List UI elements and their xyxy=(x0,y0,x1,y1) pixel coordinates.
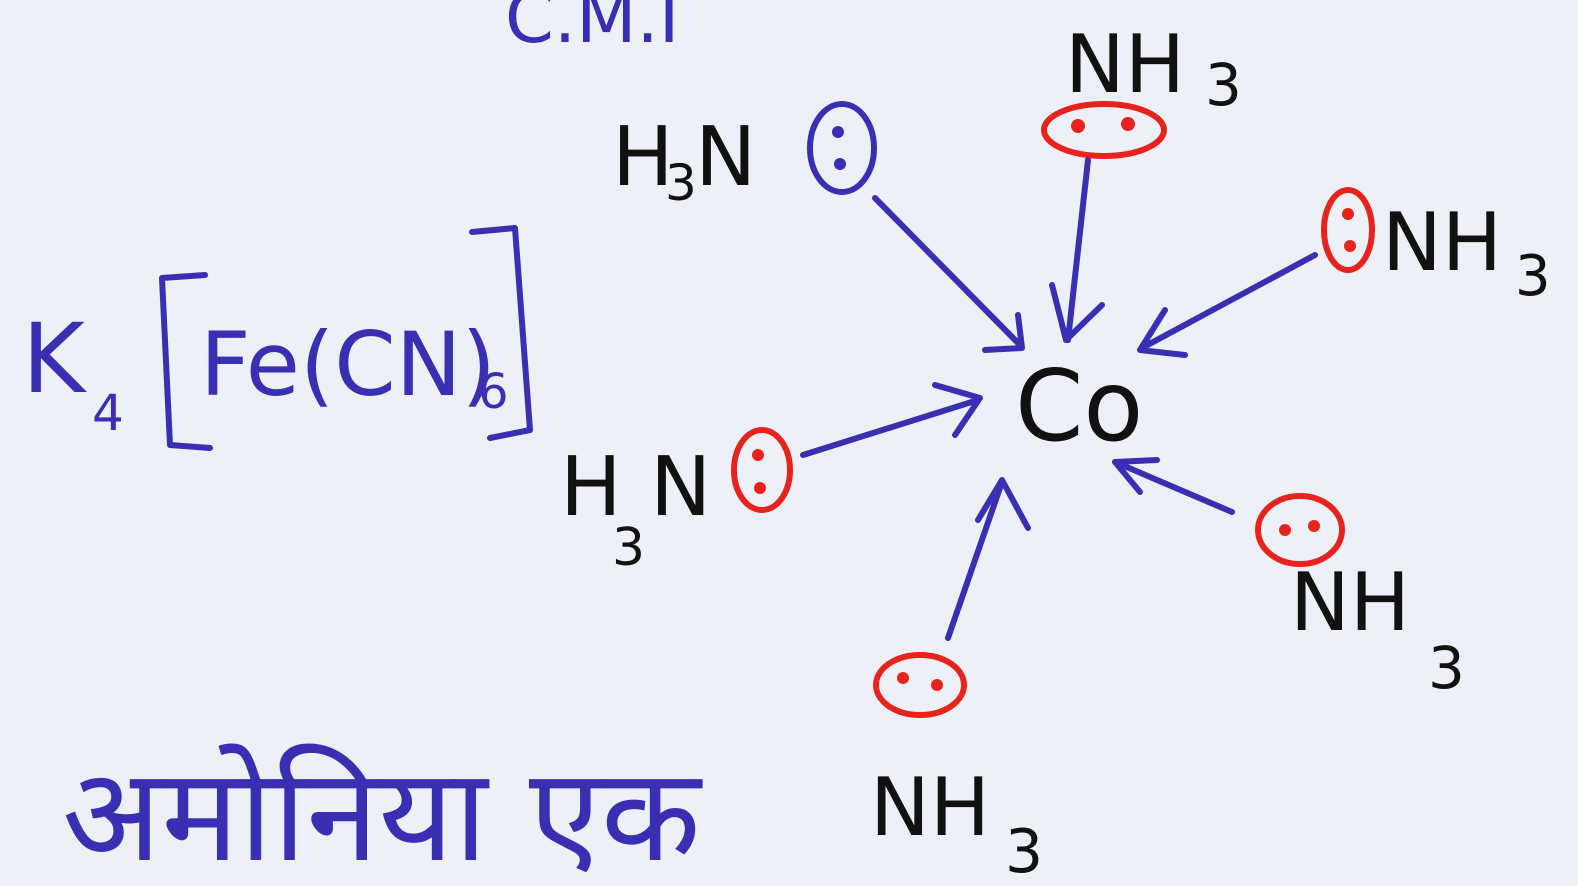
arrow-head xyxy=(1112,457,1160,495)
arrow-head xyxy=(1049,282,1105,343)
electron-dot xyxy=(1121,117,1135,131)
electron-dot xyxy=(1308,520,1320,532)
formula-bracket-left xyxy=(159,272,213,451)
ligand-sub: 3 xyxy=(612,518,645,578)
ligand-top-left: H 3 N xyxy=(612,101,877,212)
electron-dot xyxy=(754,482,766,494)
ligand-main: NH xyxy=(1065,18,1185,111)
electron-dot xyxy=(832,126,844,138)
lone-pair-circle xyxy=(1041,101,1167,159)
formula-k: K xyxy=(22,303,87,415)
bond-arrow-top xyxy=(1065,157,1091,343)
formula-inner-sub: 6 xyxy=(478,364,509,420)
bond-arrow-top-left xyxy=(872,195,1023,348)
lone-pair-circle xyxy=(1255,493,1345,567)
bond-arrow-left xyxy=(800,397,981,458)
top-text: C.M.I xyxy=(505,0,679,59)
ligand-sub: 3 xyxy=(1515,244,1551,309)
electron-dot xyxy=(1344,240,1356,252)
ligand-main: H xyxy=(612,110,674,205)
ligand-right-bottom: NH 3 xyxy=(1255,493,1465,702)
ligand-sub: 3 xyxy=(1428,634,1465,702)
lone-pair-circle xyxy=(731,427,793,513)
electron-dot xyxy=(834,158,846,170)
bond-arrow-bottom xyxy=(945,479,1005,641)
ligand-tail: N xyxy=(650,440,711,535)
center-atom: Co xyxy=(1015,350,1143,464)
electron-dot xyxy=(1342,208,1354,220)
arrow-head xyxy=(982,312,1025,353)
arrow-head xyxy=(1137,307,1188,358)
electron-dot xyxy=(931,679,943,691)
ligand-sub: 3 xyxy=(1005,817,1043,886)
electron-dot xyxy=(1071,119,1085,133)
ligand-tail: N xyxy=(695,110,756,205)
ligand-top: NH 3 xyxy=(1041,18,1242,159)
ligand-bottom: NH 3 xyxy=(870,652,1043,886)
electron-dot xyxy=(897,672,909,684)
formula-inner: Fe(CN) xyxy=(200,313,496,416)
formula-bracket-right xyxy=(469,225,533,441)
bond-arrow-right-bottom xyxy=(1112,459,1235,515)
arrow-head xyxy=(975,477,1031,531)
lone-pair-circle xyxy=(1321,187,1375,273)
formula-k-sub: 4 xyxy=(92,384,124,442)
arrow-head xyxy=(932,382,983,438)
hindi-text: अमोनिया एक xyxy=(62,739,703,886)
ligand-sub: 3 xyxy=(665,154,697,212)
ligand-right-top: NH 3 xyxy=(1321,187,1551,309)
lone-pair-circle xyxy=(807,101,877,195)
ligand-main: NH xyxy=(1382,196,1502,289)
ligand-main: NH xyxy=(870,761,990,854)
formula-group: K 4 Fe(CN) 6 xyxy=(22,225,533,451)
electron-dot xyxy=(752,449,764,461)
lone-pair-circle xyxy=(873,652,967,718)
electron-dot xyxy=(1279,524,1291,536)
ligand-left: H 3 N xyxy=(560,427,793,578)
bond-arrow-right-top xyxy=(1139,252,1318,351)
ligand-main: H xyxy=(560,440,622,535)
ligand-sub: 3 xyxy=(1205,51,1242,119)
ligand-main: NH xyxy=(1290,556,1410,649)
